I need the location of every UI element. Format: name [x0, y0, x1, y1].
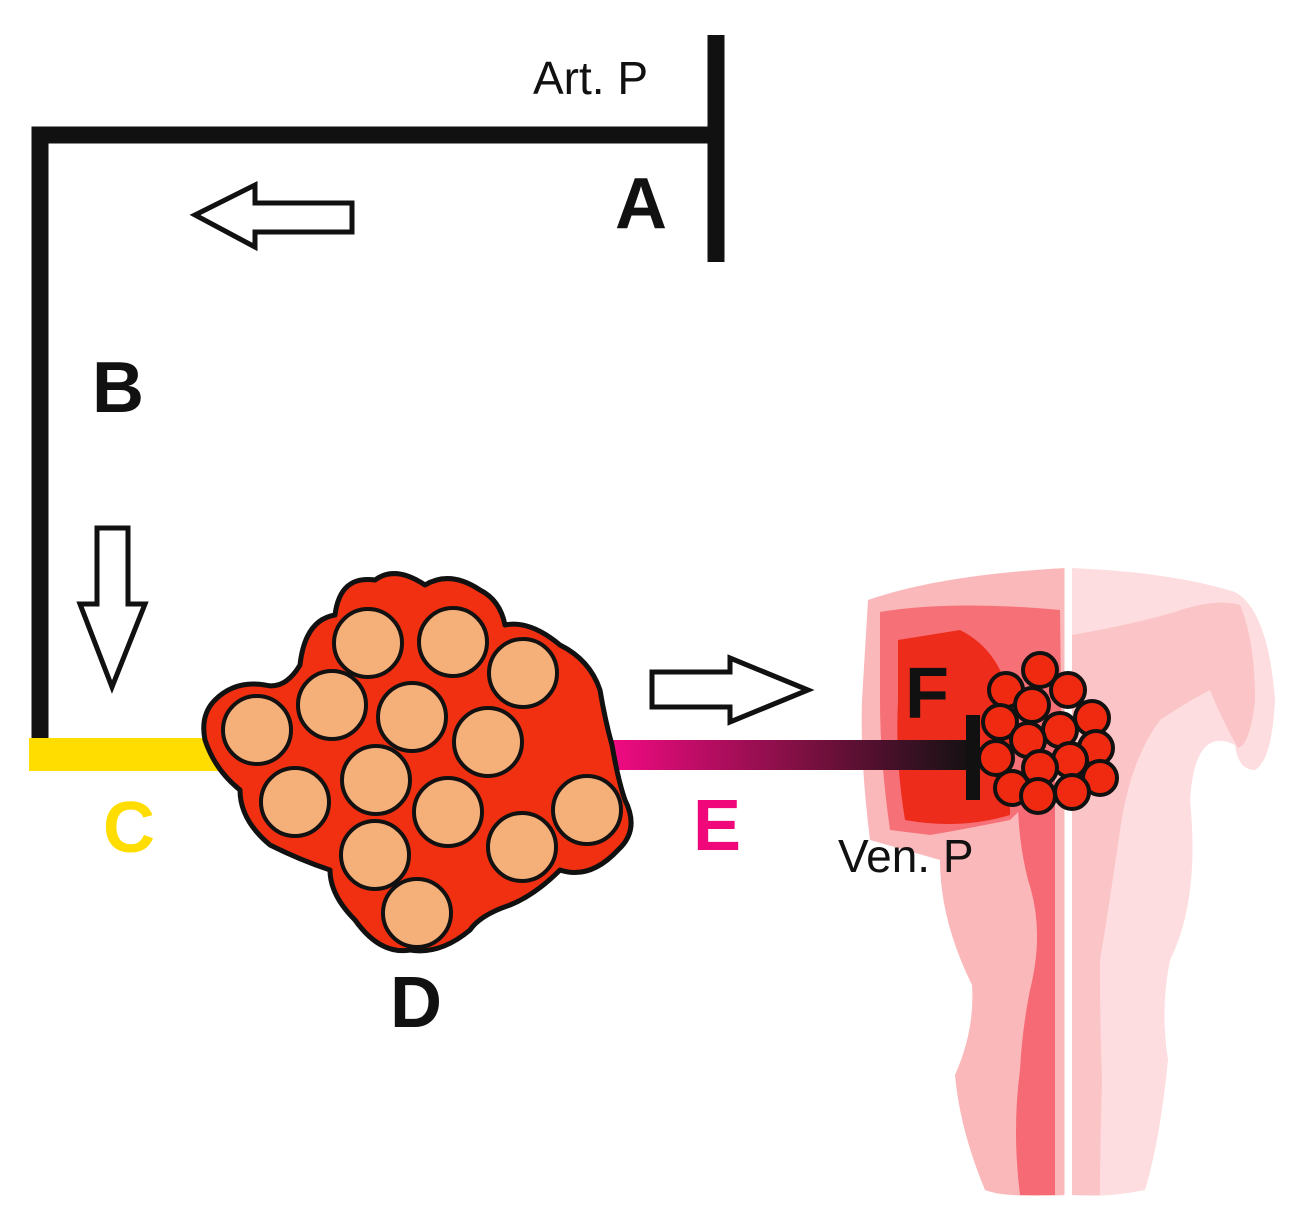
- cell: [376, 681, 448, 753]
- label-e: E: [693, 786, 741, 866]
- cell-cluster-d: [201, 571, 634, 954]
- cell: [296, 669, 368, 741]
- red-cell: [1019, 777, 1057, 815]
- arrow-right-icon: [649, 654, 815, 726]
- label-ven-p: Ven. P: [838, 830, 974, 882]
- label-c: C: [103, 788, 155, 868]
- cell: [551, 774, 623, 846]
- label-f: F: [905, 654, 949, 734]
- cell: [412, 776, 484, 848]
- red-cell: [1021, 651, 1059, 689]
- cell: [487, 637, 559, 709]
- arrow-down-icon: [76, 525, 149, 694]
- cell: [381, 877, 453, 949]
- arrow-left-icon: [189, 180, 355, 252]
- label-b: B: [92, 348, 144, 428]
- cell: [340, 744, 412, 816]
- cell: [339, 819, 411, 891]
- label-d: D: [390, 963, 442, 1043]
- ven-p-bar: [966, 715, 980, 800]
- cell: [221, 694, 293, 766]
- red-cell: [981, 703, 1019, 741]
- label-art-p: Art. P: [533, 52, 648, 104]
- organ-right-fold: [1072, 602, 1255, 1195]
- segment-e: [605, 740, 975, 770]
- red-cell: [1049, 671, 1087, 709]
- cell: [486, 811, 558, 883]
- vessel-path: [29, 35, 980, 800]
- organ-channel-dark: [1016, 760, 1055, 1195]
- cell: [332, 607, 404, 679]
- red-cell: [1053, 773, 1091, 811]
- cell: [259, 766, 331, 838]
- cluster-cells: [221, 606, 623, 949]
- cell: [452, 706, 524, 778]
- red-cell-clump: [977, 651, 1119, 815]
- red-cell: [977, 739, 1015, 777]
- cell: [417, 606, 489, 678]
- red-cell: [1013, 686, 1051, 724]
- vessel-a-b: [31, 126, 716, 740]
- label-a: A: [615, 164, 667, 244]
- organ-red-zone: [897, 630, 1010, 824]
